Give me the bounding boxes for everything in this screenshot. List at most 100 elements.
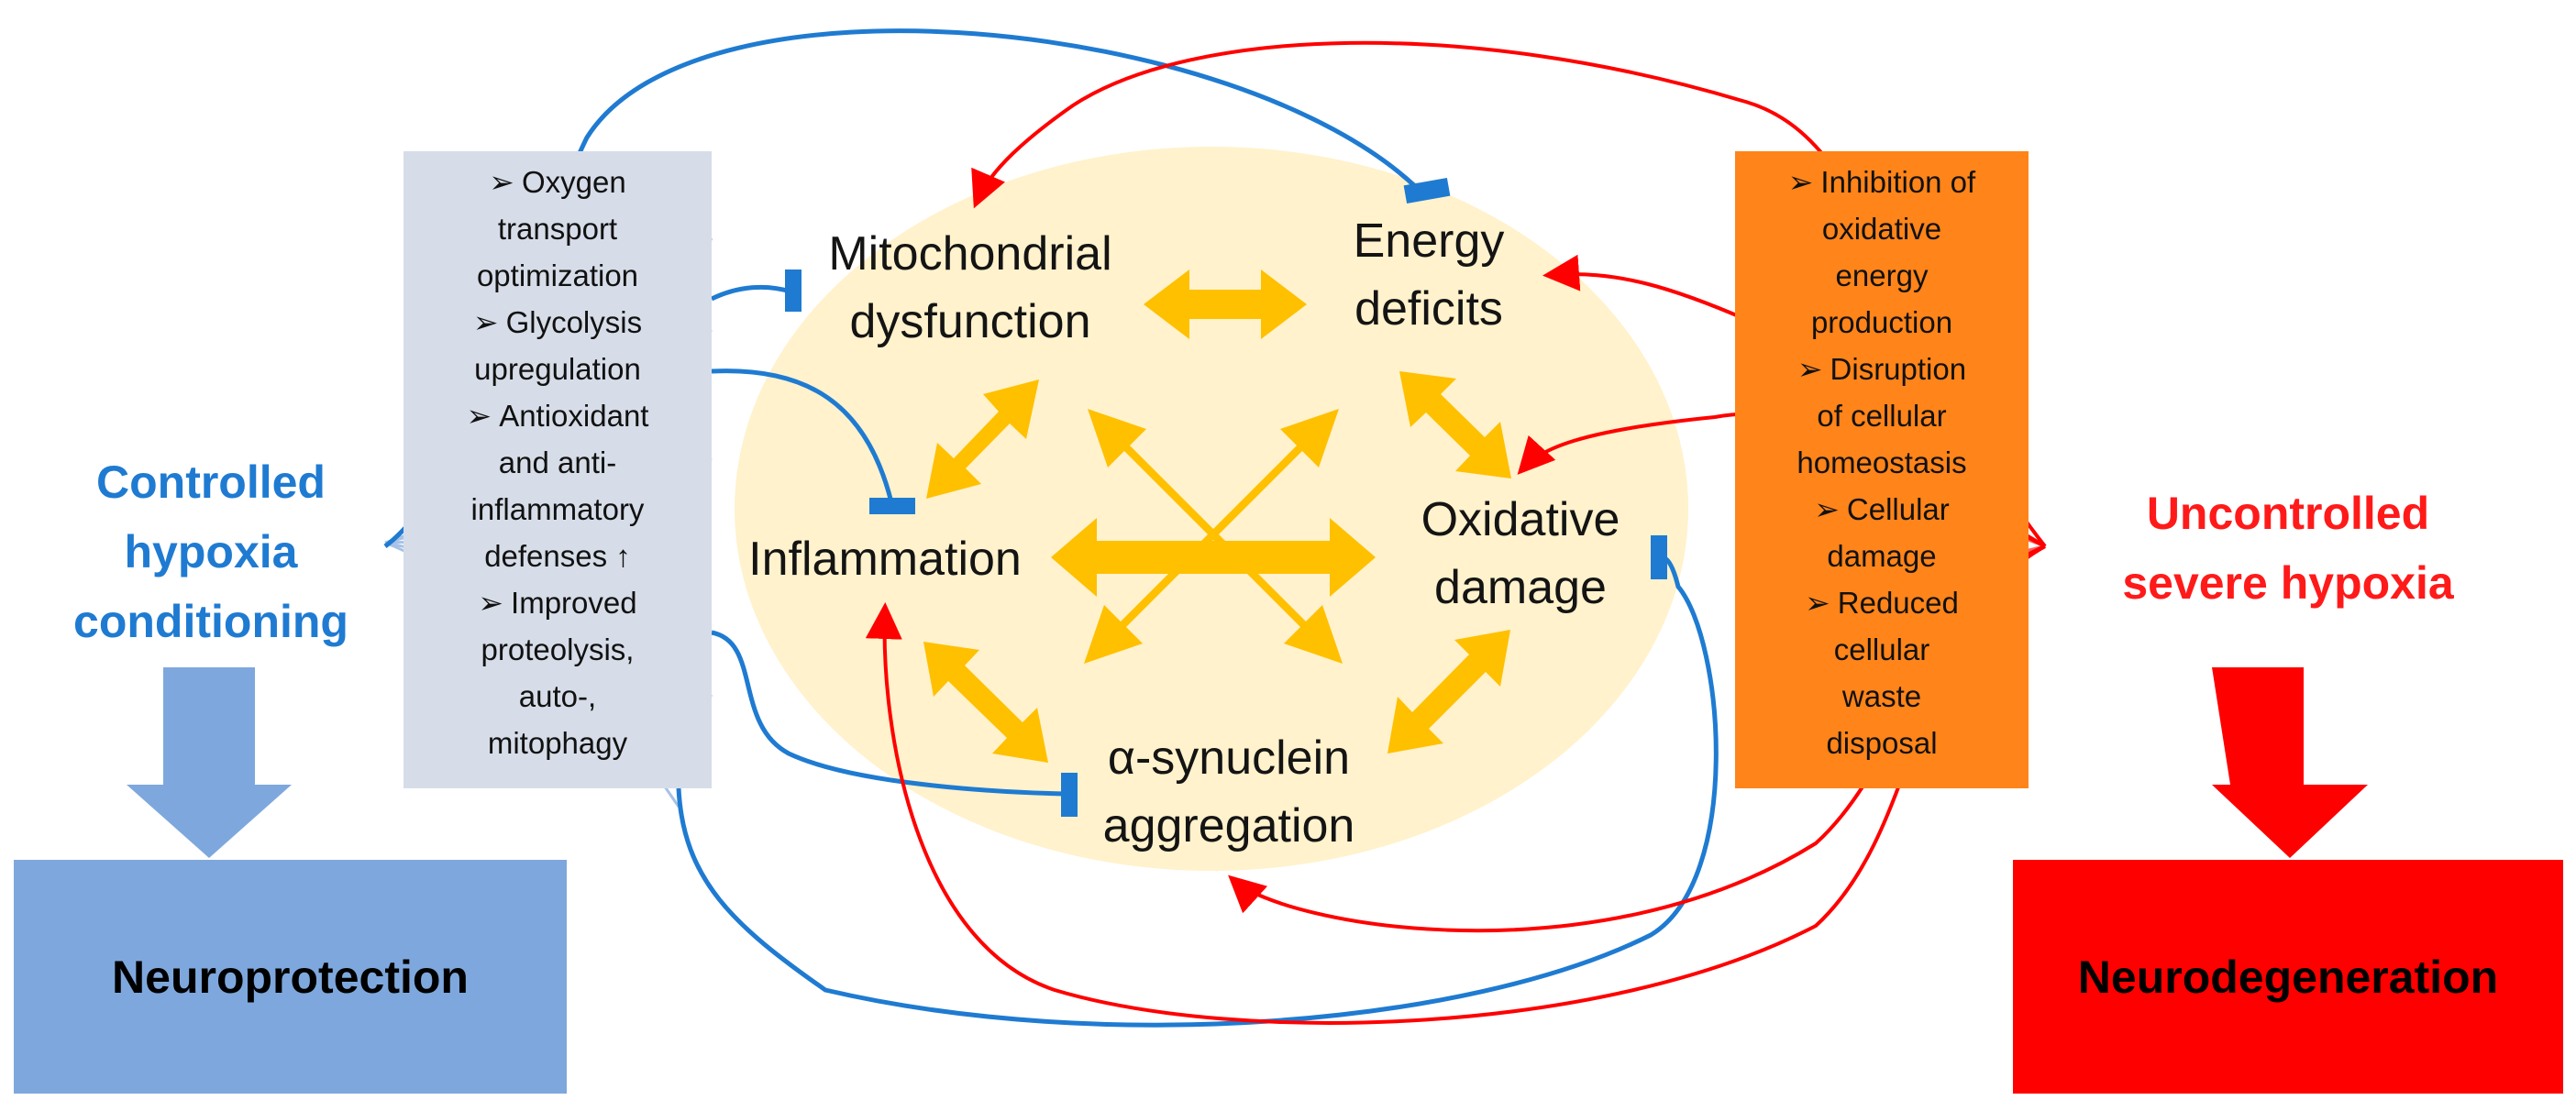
list-item: oxidative — [1735, 205, 2029, 252]
inhibit-oxidative-bar — [1651, 535, 1667, 579]
list-item: homeostasis — [1735, 439, 2029, 486]
bullet-arrow-icon: ➢ — [472, 305, 499, 339]
mechanism-text: auto-, — [518, 679, 597, 713]
uncontrolled-hypoxia-line: severe hypoxia — [2122, 557, 2454, 609]
bullet-arrow-icon: ➢ — [1805, 586, 1830, 620]
mechanism-text: Antioxidant — [499, 399, 649, 433]
inhibit-energy-bar — [1403, 177, 1451, 204]
node-label-line: aggregation — [1102, 799, 1355, 852]
bullet-arrow-icon: ➢ — [1797, 352, 1823, 386]
node-label-line: damage — [1434, 561, 1607, 614]
mechanism-text: Cellular — [1846, 492, 1950, 526]
list-item: auto-, — [404, 673, 712, 720]
mechanism-text: and anti- — [498, 446, 617, 479]
list-item: damage — [1735, 533, 2029, 579]
list-item: mitophagy — [404, 720, 712, 766]
uncontrolled-hypoxia-title: Uncontrolled severe hypoxia — [2068, 478, 2508, 618]
bullet-arrow-icon: ➢ — [466, 399, 492, 433]
list-item: cellular — [1735, 626, 2029, 673]
mechanism-text: production — [1810, 305, 1953, 339]
mechanism-text: Glycolysis — [505, 305, 643, 339]
list-item: ➢Reduced — [1735, 579, 2029, 626]
mechanism-text: upregulation — [474, 352, 641, 386]
list-item: and anti- — [404, 439, 712, 486]
mechanism-text: of cellular — [1817, 399, 1947, 433]
mechanism-text: optimization — [476, 258, 639, 292]
arrow-oxidative-synuclein — [1388, 630, 1510, 754]
bullet-arrow-icon: ➢ — [489, 165, 514, 199]
mechanism-text: inflammatory — [470, 492, 645, 526]
right-mechanisms-panel: ➢Inhibition of oxidative energy producti… — [1735, 151, 2029, 788]
list-item: transport — [404, 205, 712, 252]
inhibition-bars — [785, 177, 1667, 817]
neuroprotection-box: Neuroprotection — [14, 860, 567, 1094]
inhibit-inflammation-line — [711, 368, 894, 503]
list-item: optimization — [404, 252, 712, 299]
mechanism-text: Improved — [511, 586, 637, 620]
mechanism-text: transport — [497, 212, 618, 246]
inhibit-synuclein-line — [711, 630, 1065, 797]
left-mechanisms-panel: ➢Oxygen transport optimization ➢Glycolys… — [404, 151, 712, 788]
mechanism-text: disposal — [1826, 726, 1938, 760]
neurodegeneration-label: Neurodegeneration — [2077, 951, 2499, 1003]
list-item: ➢Improved — [404, 579, 712, 626]
mechanism-text: Disruption — [1830, 352, 1967, 386]
node-synuclein-aggregation: α-synuclein aggregation — [1073, 724, 1385, 860]
inhibit-mito-line — [710, 284, 791, 302]
mechanism-text: homeostasis — [1797, 446, 1967, 479]
node-label-line: dysfunction — [849, 295, 1091, 348]
list-item: ➢Antioxidant — [404, 392, 712, 439]
node-oxidative-damage: Oxidative damage — [1383, 486, 1658, 622]
neurodegeneration-box: Neurodegeneration — [2013, 860, 2563, 1094]
node-label-line: Energy — [1353, 214, 1505, 268]
mechanism-text: Reduced — [1837, 586, 1959, 620]
list-item: defenses ↑ — [404, 533, 712, 579]
arrow-energy-oxidative — [1399, 371, 1511, 478]
inhibit-oxidative-line — [676, 556, 1719, 1028]
list-item: waste — [1735, 673, 2029, 720]
node-inflammation: Inflammation — [715, 525, 1055, 593]
right-mechanisms-list: ➢Inhibition of oxidative energy producti… — [1735, 151, 2029, 766]
inhibit-inflammation-bar — [869, 498, 915, 514]
uncontrolled-hypoxia-line: Uncontrolled — [2146, 488, 2430, 539]
arrow-mito-inflammation — [926, 380, 1039, 499]
down-arrow-right — [2212, 667, 2368, 858]
list-item: ➢Inhibition of — [1735, 159, 2029, 205]
mechanism-text: Inhibition of — [1820, 165, 1976, 199]
list-item: ➢Oxygen — [404, 159, 712, 205]
controlled-hypoxia-line: conditioning — [73, 596, 348, 647]
node-label-line: Mitochondrial — [828, 227, 1112, 280]
list-item: proteolysis, — [404, 626, 712, 673]
list-item: upregulation — [404, 346, 712, 392]
list-item: energy — [1735, 252, 2029, 299]
controlled-hypoxia-line: Controlled — [96, 456, 326, 508]
node-label-line: Oxidative — [1421, 493, 1620, 546]
node-label-line: Inflammation — [748, 533, 1022, 586]
mechanism-text: oxidative — [1821, 212, 1942, 246]
mechanism-text: mitophagy — [487, 726, 628, 760]
arrow-inflammation-synuclein — [923, 642, 1048, 763]
bullet-arrow-icon: ➢ — [478, 586, 504, 620]
star-arrow-diagonal-2 — [1084, 409, 1339, 664]
controlled-hypoxia-title: Controlled hypoxia conditioning — [9, 447, 413, 656]
inhibit-synuclein-bar — [1061, 773, 1078, 817]
left-mechanisms-list: ➢Oxygen transport optimization ➢Glycolys… — [404, 151, 712, 766]
mechanism-text: cellular — [1833, 632, 1930, 666]
node-label-line: deficits — [1354, 282, 1503, 336]
list-item: ➢Cellular — [1735, 486, 2029, 533]
star-arrow-horizontal — [1051, 518, 1376, 597]
list-item: production — [1735, 299, 2029, 346]
mechanism-text: waste — [1841, 679, 1922, 713]
list-item: disposal — [1735, 720, 2029, 766]
list-item: of cellular — [1735, 392, 2029, 439]
bullet-arrow-icon: ➢ — [1787, 165, 1814, 199]
controlled-hypoxia-line: hypoxia — [124, 526, 298, 578]
inhibit-mito-bar — [785, 270, 802, 312]
down-arrow-left — [127, 667, 292, 858]
list-item: ➢Disruption — [1735, 346, 2029, 392]
arrow-mito-energy — [1144, 270, 1307, 339]
mechanism-text: energy — [1835, 258, 1929, 292]
node-label-line: α-synuclein — [1107, 732, 1351, 785]
mechanism-text: proteolysis, — [481, 632, 635, 666]
mechanism-text: Oxygen — [521, 165, 626, 199]
